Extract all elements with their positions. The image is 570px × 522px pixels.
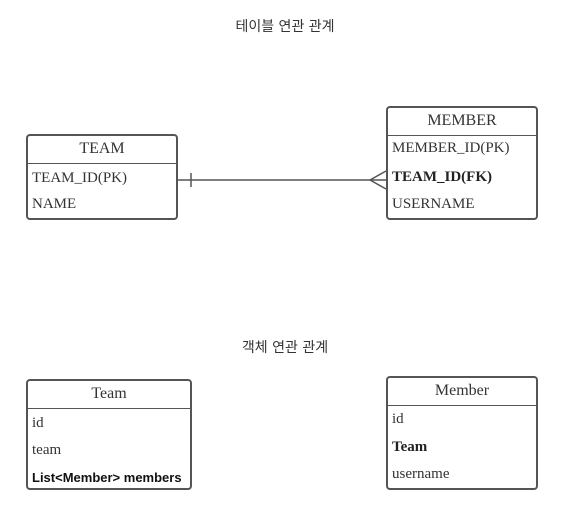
member-class-field-id: id — [392, 411, 404, 427]
member-class-header: Member — [388, 378, 536, 406]
member-class-field-username: username — [392, 466, 450, 482]
team-table[interactable]: TEAM TEAM_ID(PK) NAME — [26, 134, 178, 220]
table-relation-title: 테이블 연관 관계 — [235, 19, 335, 35]
object-relation-title: 객체 연관 관계 — [241, 340, 329, 356]
team-table-header: TEAM — [28, 136, 176, 164]
member-table-field-team-id-fk: TEAM_ID(FK) — [392, 169, 492, 185]
team-class-header: Team — [28, 381, 190, 409]
member-table-field-member-id: MEMBER_ID(PK) — [392, 140, 510, 156]
team-table-field-name: NAME — [32, 196, 77, 212]
member-table[interactable]: MEMBER MEMBER_ID(PK) TEAM_ID(FK) USERNAM… — [386, 106, 538, 220]
team-class-field-members: List<Member> members — [32, 470, 182, 485]
member-table-field-username: USERNAME — [392, 196, 475, 212]
crowfoot-upper — [369, 170, 387, 181]
team-table-field-team-id: TEAM_ID(PK) — [32, 170, 127, 186]
team-class-field-id: id — [32, 415, 44, 431]
member-class[interactable]: Member id Team username — [386, 376, 538, 490]
crowfoot-lower — [369, 179, 387, 190]
team-class-field-team: team — [32, 442, 62, 458]
member-class-field-team: Team — [392, 439, 428, 455]
member-table-header: MEMBER — [388, 108, 536, 136]
team-class[interactable]: Team id team List<Member> members — [26, 379, 192, 490]
